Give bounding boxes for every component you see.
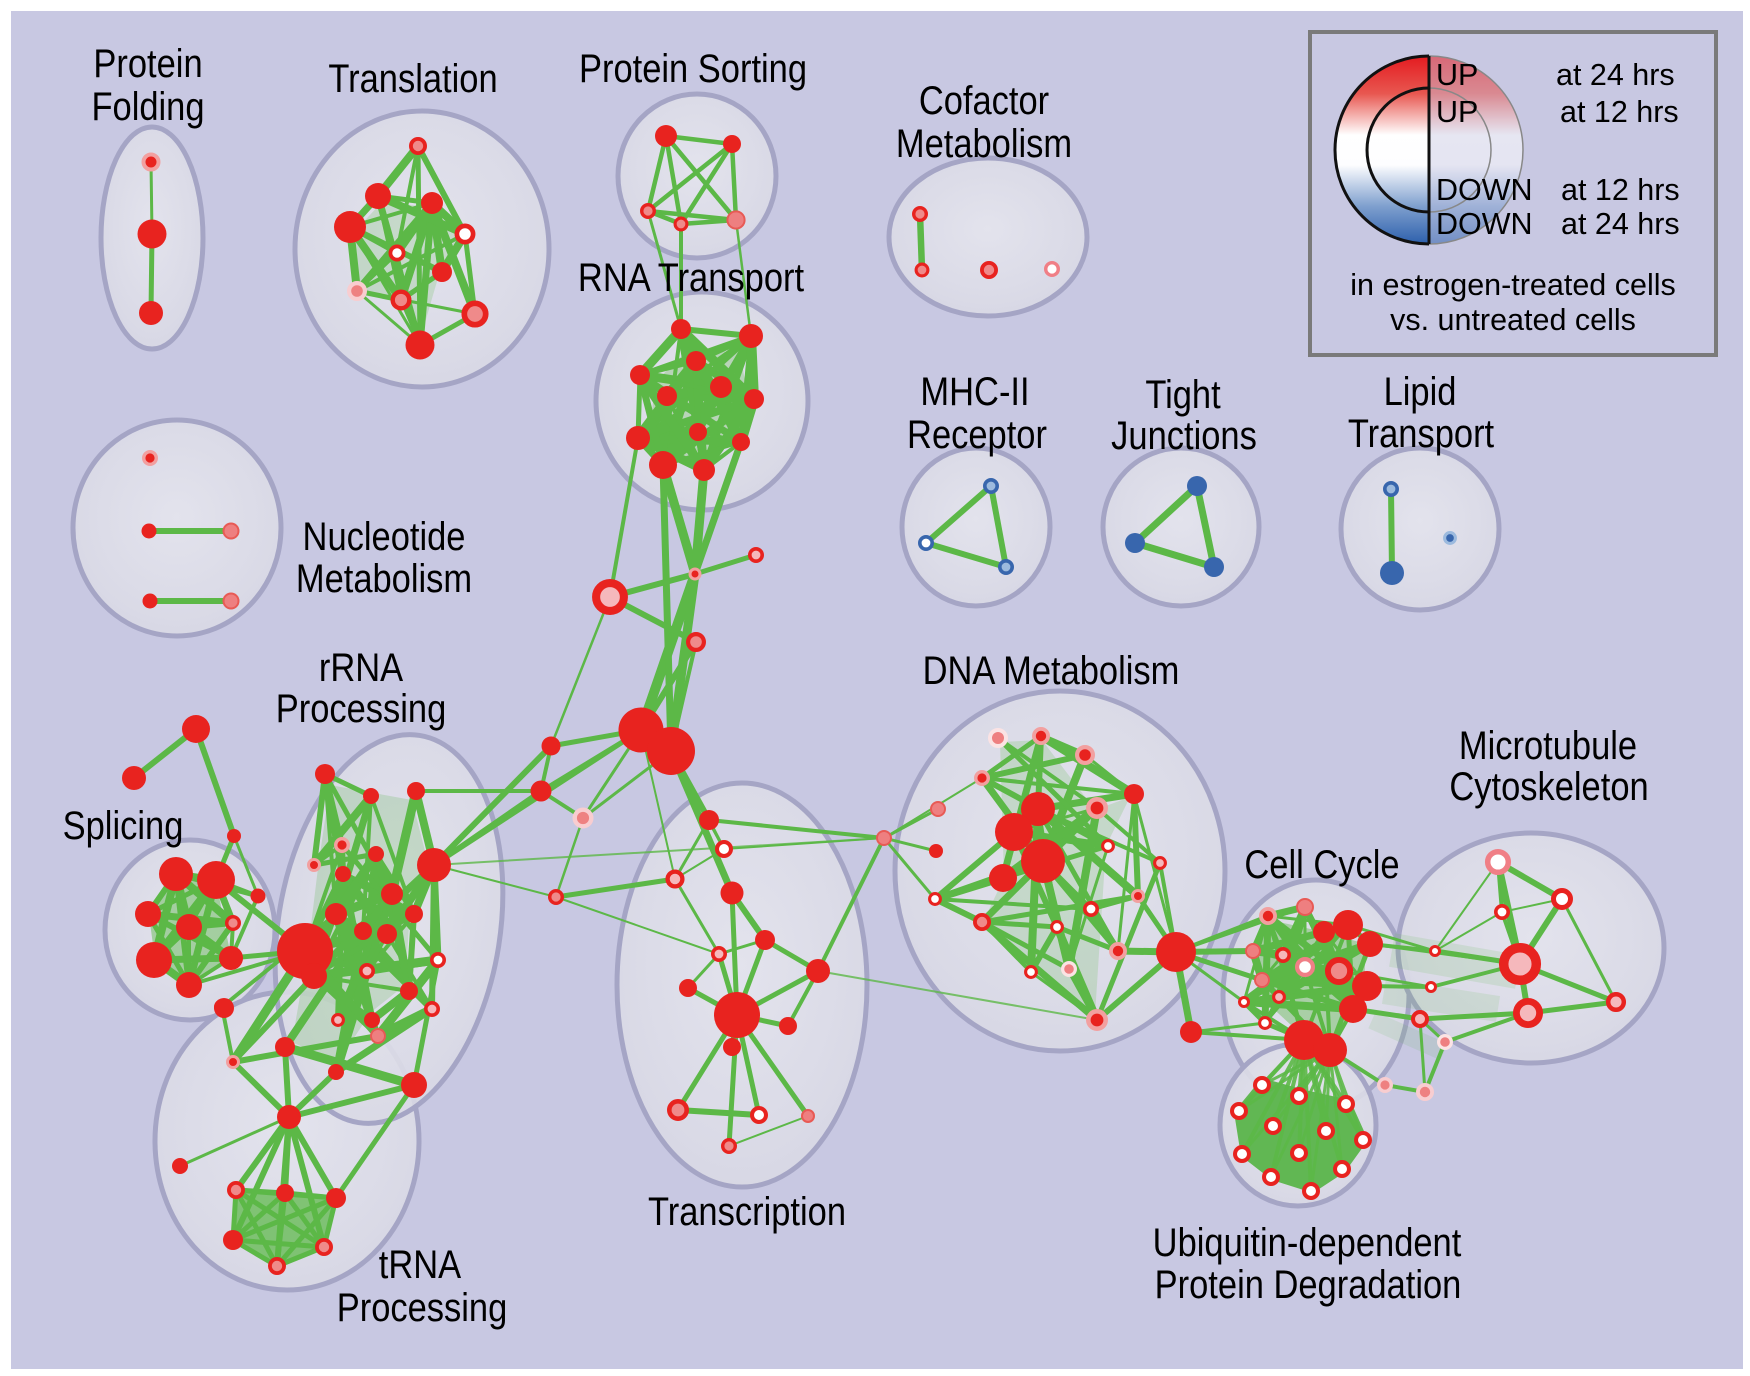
svg-text:MHC-II: MHC-II	[920, 369, 1029, 414]
svg-text:Transport: Transport	[1348, 411, 1495, 456]
svg-text:Transcription: Transcription	[648, 1189, 846, 1234]
svg-text:at 12 hrs: at 12 hrs	[1561, 173, 1680, 207]
svg-text:Splicing: Splicing	[63, 803, 184, 848]
svg-text:rRNA: rRNA	[319, 645, 403, 690]
svg-text:at 24 hrs: at 24 hrs	[1556, 58, 1675, 92]
svg-text:Protein Sorting: Protein Sorting	[579, 46, 807, 91]
svg-text:Folding: Folding	[91, 84, 204, 129]
svg-text:Junctions: Junctions	[1111, 413, 1257, 458]
svg-text:Protein: Protein	[93, 41, 202, 86]
svg-text:in estrogen-treated cells: in estrogen-treated cells	[1350, 268, 1676, 302]
svg-text:Translation: Translation	[328, 56, 497, 101]
svg-text:at 12 hrs: at 12 hrs	[1560, 95, 1679, 129]
svg-text:Microtubule: Microtubule	[1459, 723, 1637, 768]
svg-text:RNA Transport: RNA Transport	[578, 255, 805, 300]
svg-text:Processing: Processing	[337, 1285, 508, 1330]
svg-text:at 24 hrs: at 24 hrs	[1561, 207, 1680, 241]
svg-text:Cytoskeleton: Cytoskeleton	[1449, 764, 1648, 809]
svg-text:UP: UP	[1436, 95, 1478, 129]
svg-text:vs. untreated cells: vs. untreated cells	[1390, 303, 1636, 337]
svg-text:tRNA: tRNA	[379, 1242, 462, 1287]
svg-text:DNA Metabolism: DNA Metabolism	[923, 648, 1180, 693]
svg-text:Nucleotide: Nucleotide	[303, 514, 466, 559]
svg-text:DOWN: DOWN	[1436, 173, 1533, 207]
svg-text:Ubiquitin-dependent: Ubiquitin-dependent	[1153, 1220, 1462, 1265]
svg-text:Lipid: Lipid	[1384, 369, 1457, 414]
svg-text:Cofactor: Cofactor	[919, 78, 1049, 123]
svg-text:Metabolism: Metabolism	[896, 121, 1072, 166]
svg-text:Cell Cycle: Cell Cycle	[1244, 842, 1399, 887]
svg-text:Processing: Processing	[276, 686, 447, 731]
svg-text:Receptor: Receptor	[907, 412, 1047, 457]
svg-text:UP: UP	[1436, 58, 1478, 92]
svg-text:DOWN: DOWN	[1436, 207, 1533, 241]
svg-text:Tight: Tight	[1145, 372, 1221, 417]
svg-text:Protein Degradation: Protein Degradation	[1155, 1262, 1462, 1307]
svg-text:Metabolism: Metabolism	[296, 556, 472, 601]
